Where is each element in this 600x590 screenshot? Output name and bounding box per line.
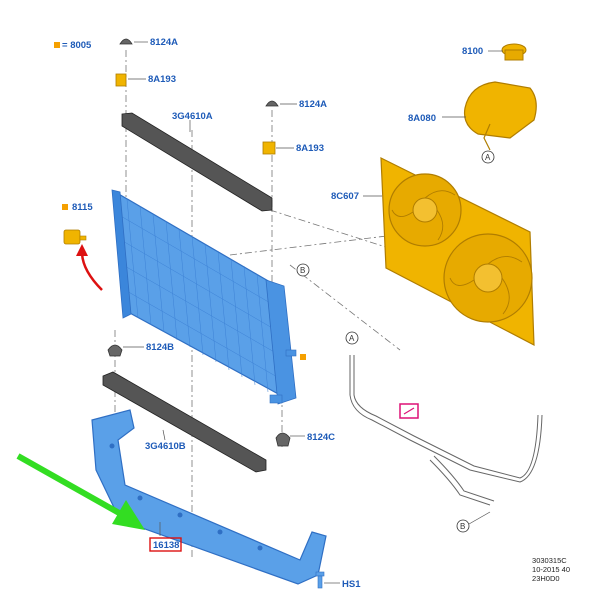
- marker-square: [54, 42, 60, 48]
- green-arrow: [16, 453, 145, 530]
- label-8124a-mid: 8124A: [299, 99, 327, 110]
- label-8124b: 8124B: [146, 342, 174, 353]
- code-line-2: 10-2015 40: [532, 565, 570, 574]
- svg-text:A: A: [349, 334, 355, 343]
- upper-isolators: [115, 38, 279, 155]
- label-8a193-mid: 8A193: [296, 143, 324, 154]
- label-16138-box: [149, 537, 182, 552]
- callout-b-radiator: B: [296, 263, 310, 277]
- label-16138: 16138: [153, 540, 179, 551]
- red-arrow: [80, 251, 103, 291]
- callout-a-reservoir: A: [481, 150, 495, 164]
- label-8c607: 8C607: [331, 191, 359, 202]
- label-8100: 8100: [462, 46, 483, 57]
- label-3g4610b: 3G4610B: [145, 441, 186, 452]
- illustration-code: 3030315C 10-2015 40 23H0D0: [532, 556, 570, 583]
- label-8005: = 8005: [62, 40, 92, 51]
- svg-text:B: B: [460, 522, 465, 531]
- code-line-1: 3030315C: [532, 556, 567, 565]
- label-8a193-top: 8A193: [148, 74, 176, 85]
- coolant-reservoir: [463, 81, 537, 151]
- label-3g4610a: 3G4610A: [172, 111, 213, 122]
- label-8a080: 8A080: [408, 113, 436, 124]
- lower-isolators: [107, 344, 291, 447]
- label-hs1: HS1: [342, 579, 361, 590]
- coolant-hose: [349, 355, 543, 506]
- callout-a-hose: A: [345, 331, 359, 345]
- code-line-3: 23H0D0: [532, 574, 560, 583]
- bolt-hs1: [315, 571, 325, 589]
- label-8115: 8115: [72, 202, 93, 213]
- leader-lines: [123, 41, 503, 584]
- fan-shroud-assembly: [380, 157, 535, 347]
- reservoir-cap: [501, 43, 527, 61]
- callout-b-hose: B: [456, 511, 491, 533]
- drain-plug: [63, 229, 87, 245]
- svg-text:B: B: [300, 266, 305, 275]
- upper-seal-strip: [121, 112, 273, 212]
- lower-seal-strip: [102, 371, 267, 473]
- svg-text:A: A: [485, 153, 491, 162]
- hose-highlight-box: [399, 403, 419, 419]
- marker-square: [300, 354, 306, 360]
- radiator: [111, 189, 297, 405]
- label-8124c: 8124C: [307, 432, 335, 443]
- marker-square: [62, 204, 68, 210]
- label-8124a-top: 8124A: [150, 37, 178, 48]
